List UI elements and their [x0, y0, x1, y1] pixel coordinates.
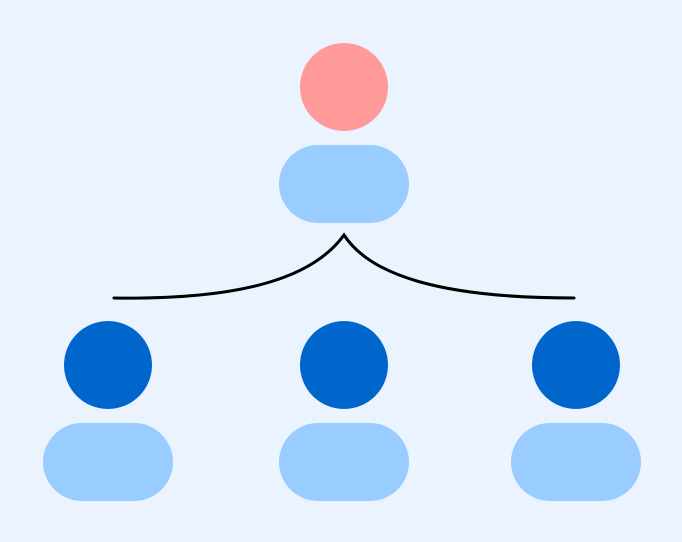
member-3-head	[532, 321, 620, 409]
leader-person-icon	[279, 43, 409, 223]
leader-body	[279, 145, 409, 223]
member-1-head	[64, 321, 152, 409]
leader-head	[300, 43, 388, 131]
member-1-body	[43, 423, 173, 501]
member-2-head	[300, 321, 388, 409]
hierarchy-connector	[112, 232, 576, 300]
member-1-person-icon	[43, 321, 173, 501]
member-2-body	[279, 423, 409, 501]
member-2-person-icon	[279, 321, 409, 501]
member-3-person-icon	[511, 321, 641, 501]
member-3-body	[511, 423, 641, 501]
